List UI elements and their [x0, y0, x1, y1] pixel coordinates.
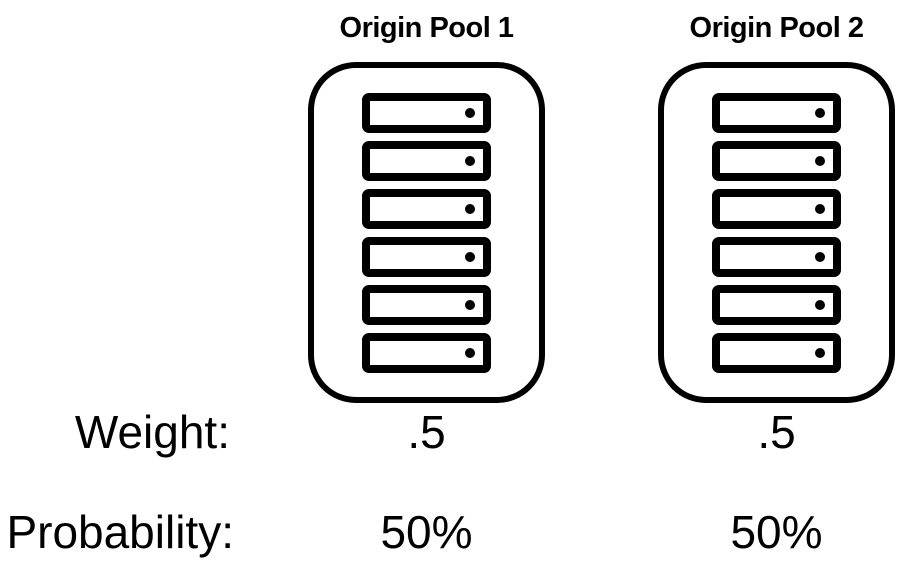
server-led-dot [465, 347, 475, 358]
origin-pool-2-column: Origin Pool 2 .5 50% [658, 0, 895, 586]
origin-pool-1-probability-value: 50% [380, 506, 473, 558]
origin-pool-1-box [308, 62, 545, 403]
server-led-dot [815, 107, 825, 118]
server-icon [362, 140, 491, 181]
server-icon [362, 92, 491, 133]
origin-pool-2-probability-value: 50% [730, 506, 823, 558]
server-led-dot [465, 107, 475, 118]
server-icon [712, 188, 841, 229]
server-led-dot [465, 251, 475, 262]
server-icon [712, 332, 841, 373]
server-led-dot [465, 299, 475, 310]
server-led-dot [815, 299, 825, 310]
server-icon [362, 284, 491, 325]
server-icon [362, 188, 491, 229]
origin-pool-2-title: Origin Pool 2 [689, 12, 864, 44]
server-icon [712, 92, 841, 133]
server-icon [362, 332, 491, 373]
server-icon [712, 140, 841, 181]
origin-pool-1-weight-value: .5 [407, 406, 446, 458]
server-icon [362, 236, 491, 277]
server-led-dot [815, 251, 825, 262]
origin-pool-1-title: Origin Pool 1 [339, 12, 514, 44]
server-icon [712, 284, 841, 325]
origin-pool-2-box [658, 62, 895, 403]
probability-row-label: Probability: [6, 506, 234, 558]
weight-row-label: Weight: [74, 406, 230, 458]
server-icon [712, 236, 841, 277]
server-led-dot [815, 203, 825, 214]
server-led-dot [815, 347, 825, 358]
origin-pool-2-weight-value: .5 [757, 406, 796, 458]
origin-pool-1-column: Origin Pool 1 .5 50% [308, 0, 545, 586]
server-led-dot [465, 155, 475, 166]
server-led-dot [465, 203, 475, 214]
server-led-dot [815, 155, 825, 166]
